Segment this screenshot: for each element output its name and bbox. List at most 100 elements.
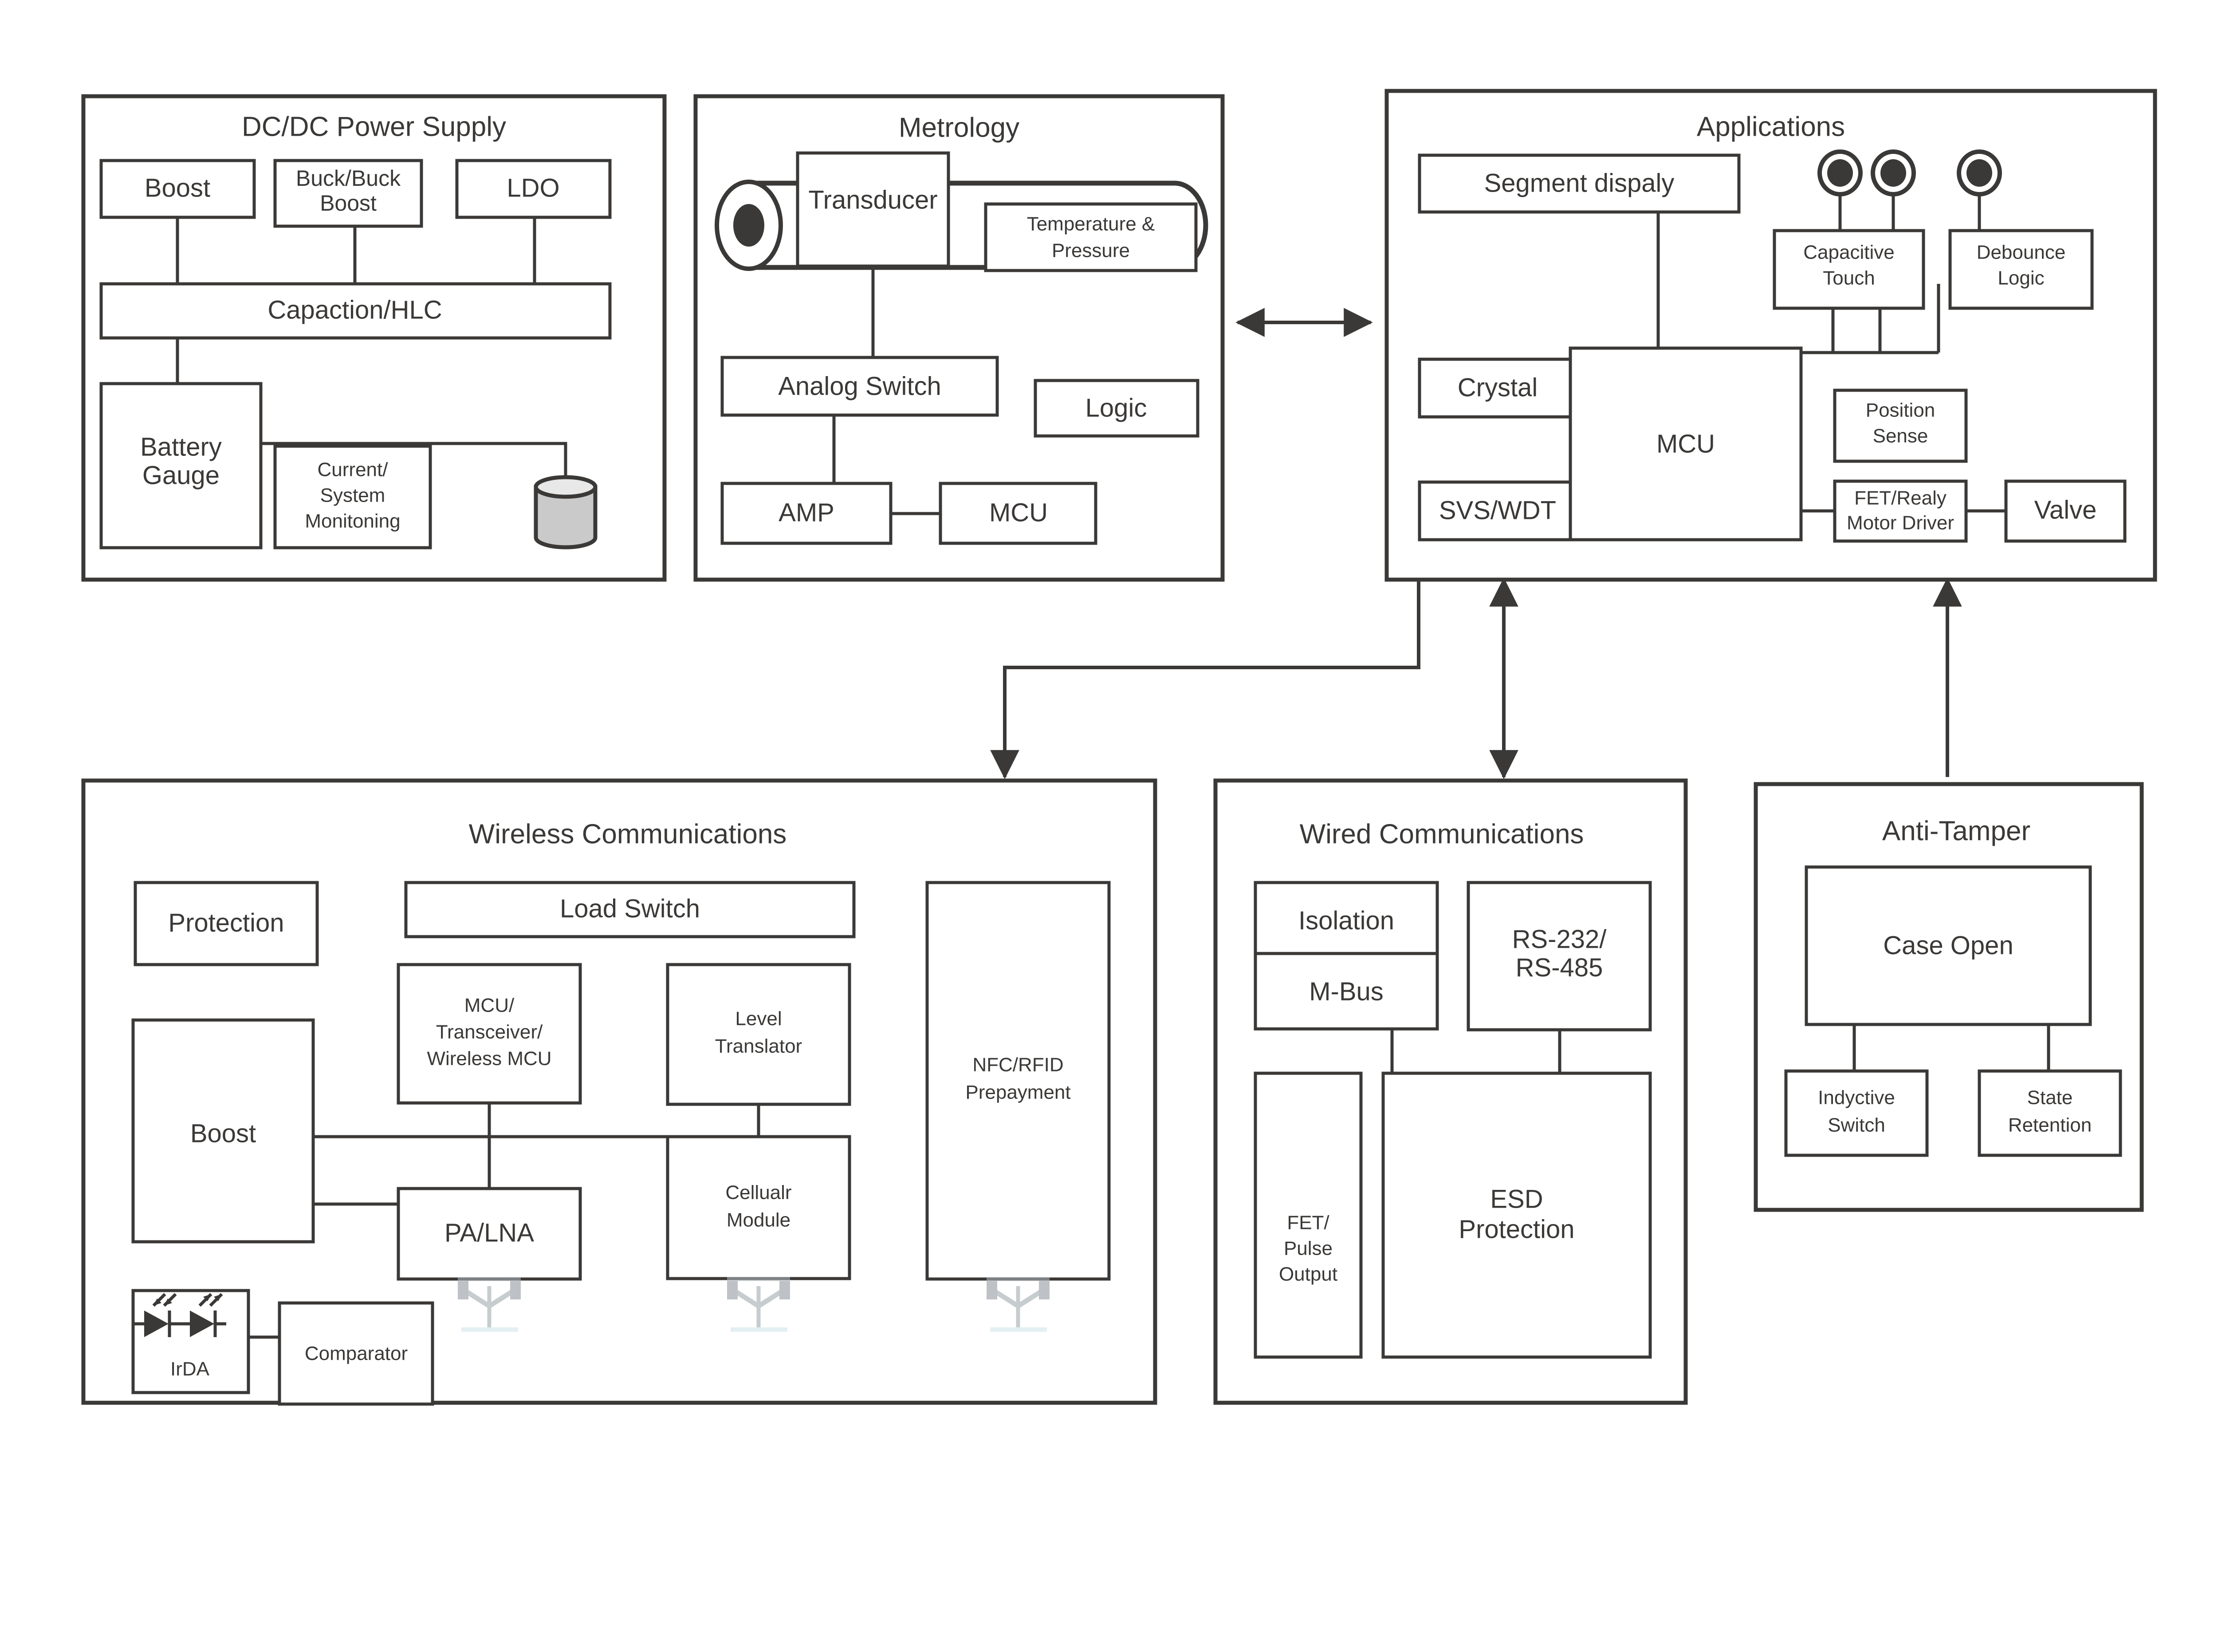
block-buck-buck-boost[interactable] — [273, 159, 423, 228]
block-state-line1: State — [2027, 1087, 2073, 1109]
block-capacitive-touch[interactable] — [1773, 229, 1925, 310]
block-fet-pulse-line2: Pulse — [1284, 1238, 1333, 1260]
block-comparator[interactable] — [278, 1301, 434, 1406]
block-rs-line2: RS-485 — [1516, 953, 1603, 982]
block-inductive-switch[interactable] — [1784, 1069, 1929, 1157]
block-debounce-logic[interactable] — [1948, 229, 2094, 310]
wire-gauge-battery — [261, 442, 567, 478]
block-position-line1: Position — [1866, 400, 1935, 421]
block-analog-switch-label: Analog Switch — [778, 372, 941, 400]
block-nfc-rfid-prepayment[interactable] — [925, 881, 1111, 1281]
panel-metrology-border — [693, 94, 1225, 582]
block-case-open-label: Case Open — [1883, 931, 2013, 960]
block-battery-gauge-line2: Gauge — [142, 461, 220, 490]
block-esd-line1: ESD — [1490, 1185, 1543, 1213]
block-crystal[interactable] — [1418, 357, 1577, 419]
block-esd-protection[interactable] — [1381, 1071, 1652, 1359]
block-transducer-label: Transducer — [808, 185, 937, 214]
block-temperature-pressure[interactable] — [984, 202, 1198, 272]
block-current-mon-line3: Monitoning — [305, 510, 400, 532]
block-fet-relay-line2: Motor Driver — [1847, 512, 1954, 534]
block-state-line2: Retention — [2008, 1114, 2092, 1136]
antenna-icon-3 — [987, 1277, 1050, 1332]
block-wireless-protection[interactable] — [134, 881, 319, 966]
panel-wired-title: Wired Communications — [1300, 819, 1584, 849]
panel-metrology: Metrology Transducer Temperature & Press… — [693, 94, 1225, 582]
block-nfc-line2: Prepayment — [965, 1082, 1070, 1103]
block-rs232-rs485[interactable] — [1467, 881, 1652, 1032]
panel-applications: Applications Segment dispaly Crystal SVS… — [1384, 89, 2157, 582]
block-analog-switch[interactable] — [720, 356, 999, 417]
block-amp-label: AMP — [779, 498, 834, 527]
panel-dcdc-power-supply: DC/DC Power Supply Boost Buck/Buck Boost… — [81, 94, 667, 582]
block-valve-label: Valve — [2034, 495, 2097, 524]
block-amp[interactable] — [720, 482, 893, 545]
block-inductive-line2: Switch — [1828, 1114, 1885, 1136]
block-m-bus[interactable] — [1254, 952, 1439, 1031]
block-irda[interactable] — [131, 1289, 250, 1394]
block-fet-pulse-output[interactable] — [1254, 1071, 1363, 1359]
block-isolation[interactable] — [1254, 881, 1439, 960]
antenna-icon-1 — [458, 1277, 521, 1332]
panel-wireless-communications: Wireless Communications Protection Load … — [81, 778, 1157, 1406]
panel-dcdc-border — [81, 94, 667, 582]
panel-wired-communications: Wired Communications Isolation M-Bus RS-… — [1213, 778, 1688, 1405]
block-battery-gauge[interactable] — [99, 382, 263, 549]
block-case-open[interactable] — [1805, 865, 2092, 1026]
block-load-switch[interactable] — [404, 881, 856, 938]
block-svs-wdt[interactable] — [1418, 480, 1577, 542]
block-position-line2: Sense — [1873, 425, 1928, 447]
block-svs-wdt-label: SVS/WDT — [1439, 496, 1556, 525]
push-button-icon-1[interactable] — [1817, 149, 1863, 196]
block-ldo-label: LDO — [507, 173, 559, 202]
block-segment-display[interactable] — [1418, 153, 1741, 214]
block-metrology-mcu[interactable] — [939, 482, 1097, 545]
block-level-line2: Translator — [715, 1036, 802, 1057]
block-mcutx-line1: MCU/ — [464, 995, 515, 1016]
battery-cell-icon — [534, 475, 598, 549]
block-mcutx-line3: Wireless MCU — [427, 1048, 551, 1070]
block-position-sense[interactable] — [1833, 388, 1968, 463]
block-logic[interactable] — [1034, 379, 1199, 438]
block-wireless-boost-label: Boost — [190, 1119, 256, 1148]
block-esd-line2: Protection — [1459, 1215, 1574, 1244]
block-valve[interactable] — [2004, 479, 2127, 543]
block-fet-relay-motor-driver[interactable] — [1833, 479, 1968, 543]
antenna-icon-2 — [727, 1277, 790, 1332]
block-cellular-module[interactable] — [666, 1135, 851, 1280]
block-current-mon-line1: Current/ — [318, 459, 389, 481]
block-current-system-monitoring[interactable] — [273, 444, 432, 549]
block-debounce-line2: Logic — [1998, 267, 2044, 289]
connector-applications-wireless — [990, 580, 1420, 779]
block-wireless-boost[interactable] — [131, 1018, 315, 1244]
block-fet-pulse-line1: FET/ — [1287, 1212, 1329, 1234]
block-boost[interactable] — [99, 159, 256, 219]
panel-applications-border — [1384, 89, 2157, 582]
block-cellular-line1: Cellualr — [725, 1182, 791, 1204]
block-level-translator[interactable] — [666, 963, 851, 1106]
push-button-icon-2[interactable] — [1871, 149, 1916, 196]
block-buck-boost-line1: Buck/Buck — [296, 166, 401, 191]
block-applications-mcu[interactable] — [1569, 346, 1803, 542]
block-irda-label: IrDA — [170, 1358, 210, 1380]
block-ldo[interactable] — [455, 159, 612, 219]
block-applications-mcu-label: MCU — [1656, 429, 1715, 458]
block-debounce-line1: Debounce — [1977, 242, 2066, 263]
panel-wireless-border — [81, 778, 1157, 1405]
block-nfc-line1: NFC/RFID — [972, 1054, 1063, 1076]
panel-wired-border — [1213, 778, 1688, 1405]
push-button-icon-3[interactable] — [1957, 149, 2002, 196]
block-mcu-transceiver-wireless-mcu[interactable] — [397, 963, 582, 1105]
block-level-line1: Level — [735, 1008, 782, 1030]
block-pa-lna-label: PA/LNA — [444, 1218, 534, 1247]
block-rs-line1: RS-232/ — [1512, 925, 1607, 954]
block-transducer[interactable] — [796, 151, 950, 268]
block-state-retention[interactable] — [1978, 1069, 2122, 1157]
panel-applications-title: Applications — [1697, 111, 1845, 142]
block-current-mon-line2: System — [320, 485, 385, 506]
block-fet-relay-line1: FET/Realy — [1854, 487, 1947, 509]
block-isolation-label: Isolation — [1298, 906, 1394, 935]
block-segment-display-label: Segment dispaly — [1484, 169, 1675, 197]
block-capaction-hlc[interactable] — [99, 282, 612, 340]
